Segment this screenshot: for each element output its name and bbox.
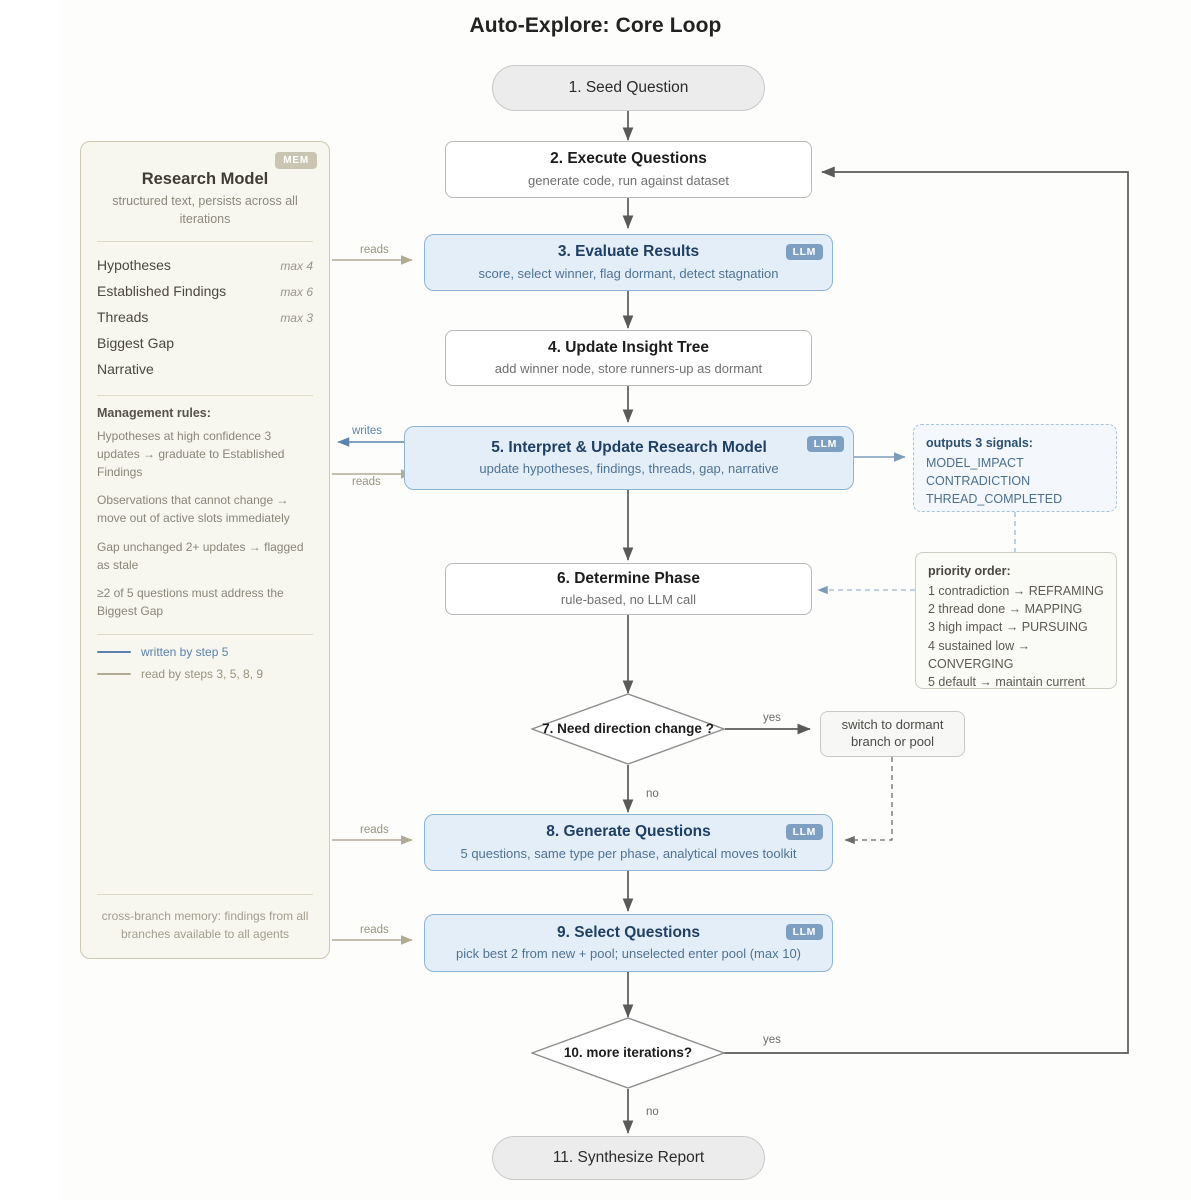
node-interpret-update-research-model[interactable]: LLM 5. Interpret & Update Research Model… bbox=[404, 426, 854, 490]
edge-10-yes-loopback bbox=[723, 166, 1129, 1054]
node-subtitle: 5 questions, same type per phase, analyt… bbox=[460, 845, 797, 861]
legend-label: read by steps 3, 5, 8, 9 bbox=[141, 666, 264, 681]
llm-badge: LLM bbox=[806, 436, 844, 452]
priority-item: 4 sustained low → CONVERGING bbox=[928, 638, 1031, 671]
memory-slot-narrative: Narrative bbox=[97, 356, 313, 382]
node-subtitle: add winner node, store runners-up as dor… bbox=[494, 361, 763, 377]
edge-label-7-yes: yes bbox=[763, 712, 781, 724]
edge-label-reads-8: reads bbox=[360, 824, 389, 836]
research-model-panel: MEM Research Model structured text, pers… bbox=[80, 141, 330, 959]
divider bbox=[97, 395, 313, 396]
legend-read-by-steps: read by steps 3, 5, 8, 9 bbox=[97, 667, 313, 681]
management-rule: Hypotheses at high confidence 3 updates … bbox=[97, 429, 285, 479]
mem-badge: MEM bbox=[275, 152, 317, 169]
diamond-shape-icon bbox=[529, 1017, 727, 1089]
cross-branch-memory-note: cross-branch memory: findings from all b… bbox=[97, 881, 313, 944]
management-rule: Gap unchanged 2+ updates → flagged as st… bbox=[97, 539, 304, 572]
note-switch-to-dormant-branch: switch to dormant branch or pool bbox=[820, 711, 965, 757]
memory-slot-threads: Threads max 3 bbox=[97, 304, 313, 330]
node-generate-questions[interactable]: LLM 8. Generate Questions 5 questions, s… bbox=[424, 814, 833, 871]
management-rule: ≥2 of 5 questions must address the Bigge… bbox=[97, 586, 284, 618]
legend-line-icon bbox=[97, 672, 131, 675]
management-rules-heading: Management rules: bbox=[97, 406, 211, 420]
llm-badge: LLM bbox=[785, 924, 823, 940]
decision-label: 7. Need direction change ? bbox=[542, 720, 714, 736]
priority-item: 1 contradiction → REFRAMING bbox=[928, 584, 1104, 599]
memory-slot-hypotheses: Hypotheses max 4 bbox=[97, 252, 313, 278]
node-synthesize-report[interactable]: 11. Synthesize Report bbox=[492, 1136, 765, 1180]
edge-label-10-yes: yes bbox=[763, 1034, 781, 1046]
signal-item: THREAD_COMPLETED bbox=[926, 492, 1063, 507]
divider bbox=[97, 893, 313, 895]
edge-label-reads-5: reads bbox=[352, 476, 381, 488]
management-rule: Observations that cannot change → move o… bbox=[97, 493, 290, 525]
llm-badge: LLM bbox=[785, 244, 823, 260]
node-title: 11. Synthesize Report bbox=[552, 1148, 705, 1166]
node-select-questions[interactable]: LLM 9. Select Questions pick best 2 from… bbox=[424, 914, 833, 972]
decision-need-direction-change[interactable]: 7. Need direction change ? bbox=[529, 693, 727, 765]
node-title: 3. Evaluate Results bbox=[557, 243, 700, 261]
edge-dormant-to-8 bbox=[844, 757, 893, 845]
edge-label-writes-5: writes bbox=[352, 425, 383, 437]
priority-item: 5 default → maintain current bbox=[928, 674, 1086, 689]
page-title: Auto-Explore: Core Loop bbox=[469, 14, 722, 37]
note-heading: priority order: bbox=[928, 564, 1011, 578]
node-title: 9. Select Questions bbox=[557, 923, 700, 941]
node-determine-phase[interactable]: 6. Determine Phase rule-based, no LLM ca… bbox=[445, 563, 812, 615]
node-update-insight-tree[interactable]: 4. Update Insight Tree add winner node, … bbox=[445, 330, 812, 386]
edge-label-7-no: no bbox=[646, 788, 659, 800]
slot-label: Established Findings bbox=[97, 283, 227, 299]
memory-slot-established-findings: Established Findings max 6 bbox=[97, 278, 313, 304]
node-subtitle: score, select winner, flag dormant, dete… bbox=[478, 265, 779, 281]
node-seed-question[interactable]: 1. Seed Question bbox=[492, 65, 765, 111]
memory-panel-subtitle: structured text, persists across all ite… bbox=[112, 194, 298, 226]
note-priority-order: priority order: 1 contradiction → REFRAM… bbox=[915, 552, 1117, 689]
slot-cap: max 4 bbox=[280, 259, 313, 273]
node-title: 1. Seed Question bbox=[568, 78, 689, 96]
slot-cap: max 6 bbox=[280, 285, 313, 299]
node-title: 5. Interpret & Update Research Model bbox=[491, 438, 767, 456]
legend-label: written by step 5 bbox=[141, 644, 229, 659]
note-heading: outputs 3 signals: bbox=[926, 436, 1033, 450]
diamond-shape-icon bbox=[529, 693, 727, 765]
node-title: 6. Determine Phase bbox=[556, 569, 700, 587]
slot-cap: max 3 bbox=[280, 311, 313, 325]
slot-label: Threads bbox=[97, 309, 149, 325]
slot-label: Biggest Gap bbox=[97, 335, 175, 351]
priority-item: 3 high impact → PURSUING bbox=[928, 620, 1088, 635]
node-execute-questions[interactable]: 2. Execute Questions generate code, run … bbox=[445, 141, 812, 198]
edge-label-reads-9: reads bbox=[360, 924, 389, 936]
decision-more-iterations[interactable]: 10. more iterations? bbox=[529, 1017, 727, 1089]
divider bbox=[97, 241, 313, 242]
node-subtitle: generate code, run against dataset bbox=[528, 172, 729, 188]
note-text: switch to dormant branch or pool bbox=[841, 717, 944, 749]
signal-item: CONTRADICTION bbox=[926, 474, 1031, 489]
signal-item: MODEL_IMPACT bbox=[926, 456, 1024, 471]
slot-label: Hypotheses bbox=[97, 257, 171, 273]
legend-written-by-step-5: written by step 5 bbox=[97, 645, 313, 659]
node-subtitle: pick best 2 from new + pool; unselected … bbox=[455, 946, 802, 962]
legend-line-icon bbox=[97, 650, 131, 653]
node-evaluate-results[interactable]: LLM 3. Evaluate Results score, select wi… bbox=[424, 234, 833, 291]
llm-badge: LLM bbox=[785, 824, 823, 840]
cross-branch-memory-text: cross-branch memory: findings from all b… bbox=[101, 908, 309, 942]
node-subtitle: update hypotheses, findings, threads, ga… bbox=[479, 461, 779, 477]
edge-label-reads-3: reads bbox=[360, 244, 389, 256]
node-title: 2. Execute Questions bbox=[550, 150, 707, 168]
priority-item: 2 thread done → MAPPING bbox=[928, 602, 1083, 617]
memory-panel-heading: Research Model bbox=[141, 170, 269, 188]
divider bbox=[97, 633, 313, 635]
node-title: 4. Update Insight Tree bbox=[547, 338, 710, 356]
slot-label: Narrative bbox=[97, 361, 154, 377]
node-subtitle: rule-based, no LLM call bbox=[560, 592, 697, 608]
edge-label-10-no: no bbox=[646, 1106, 659, 1118]
memory-slot-biggest-gap: Biggest Gap bbox=[97, 330, 313, 356]
decision-label: 10. more iterations? bbox=[563, 1044, 693, 1060]
node-title: 8. Generate Questions bbox=[546, 823, 711, 841]
note-outputs-3-signals: outputs 3 signals: MODEL_IMPACT CONTRADI… bbox=[913, 424, 1117, 512]
